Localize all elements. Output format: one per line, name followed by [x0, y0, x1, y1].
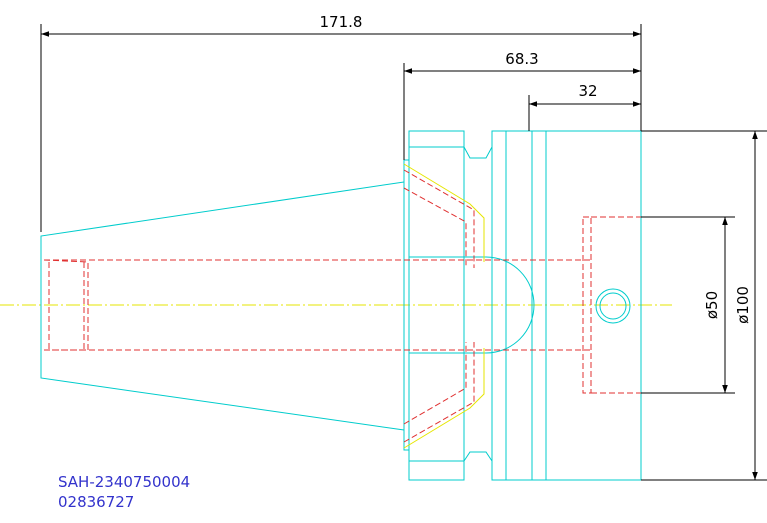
dim-flange-to-face: 68.3: [505, 50, 538, 68]
flange-body: [403, 130, 535, 481]
taper-cone: [40, 181, 405, 431]
side-hole: [595, 288, 631, 324]
dim-outer-diameter: ø100: [734, 286, 752, 324]
dim-bore-diameter: ø50: [703, 291, 721, 319]
part-number-label: SAH-2340750004: [58, 473, 190, 491]
part-serial-label: 02836727: [58, 493, 134, 511]
thread-lines: [403, 163, 485, 449]
holder-body: [505, 130, 642, 481]
dim-overall-length: 171.8: [320, 13, 363, 31]
hidden-lines: [43, 169, 641, 443]
dimension-lines: [40, 24, 767, 481]
dim-flange-width: 32: [578, 82, 597, 100]
